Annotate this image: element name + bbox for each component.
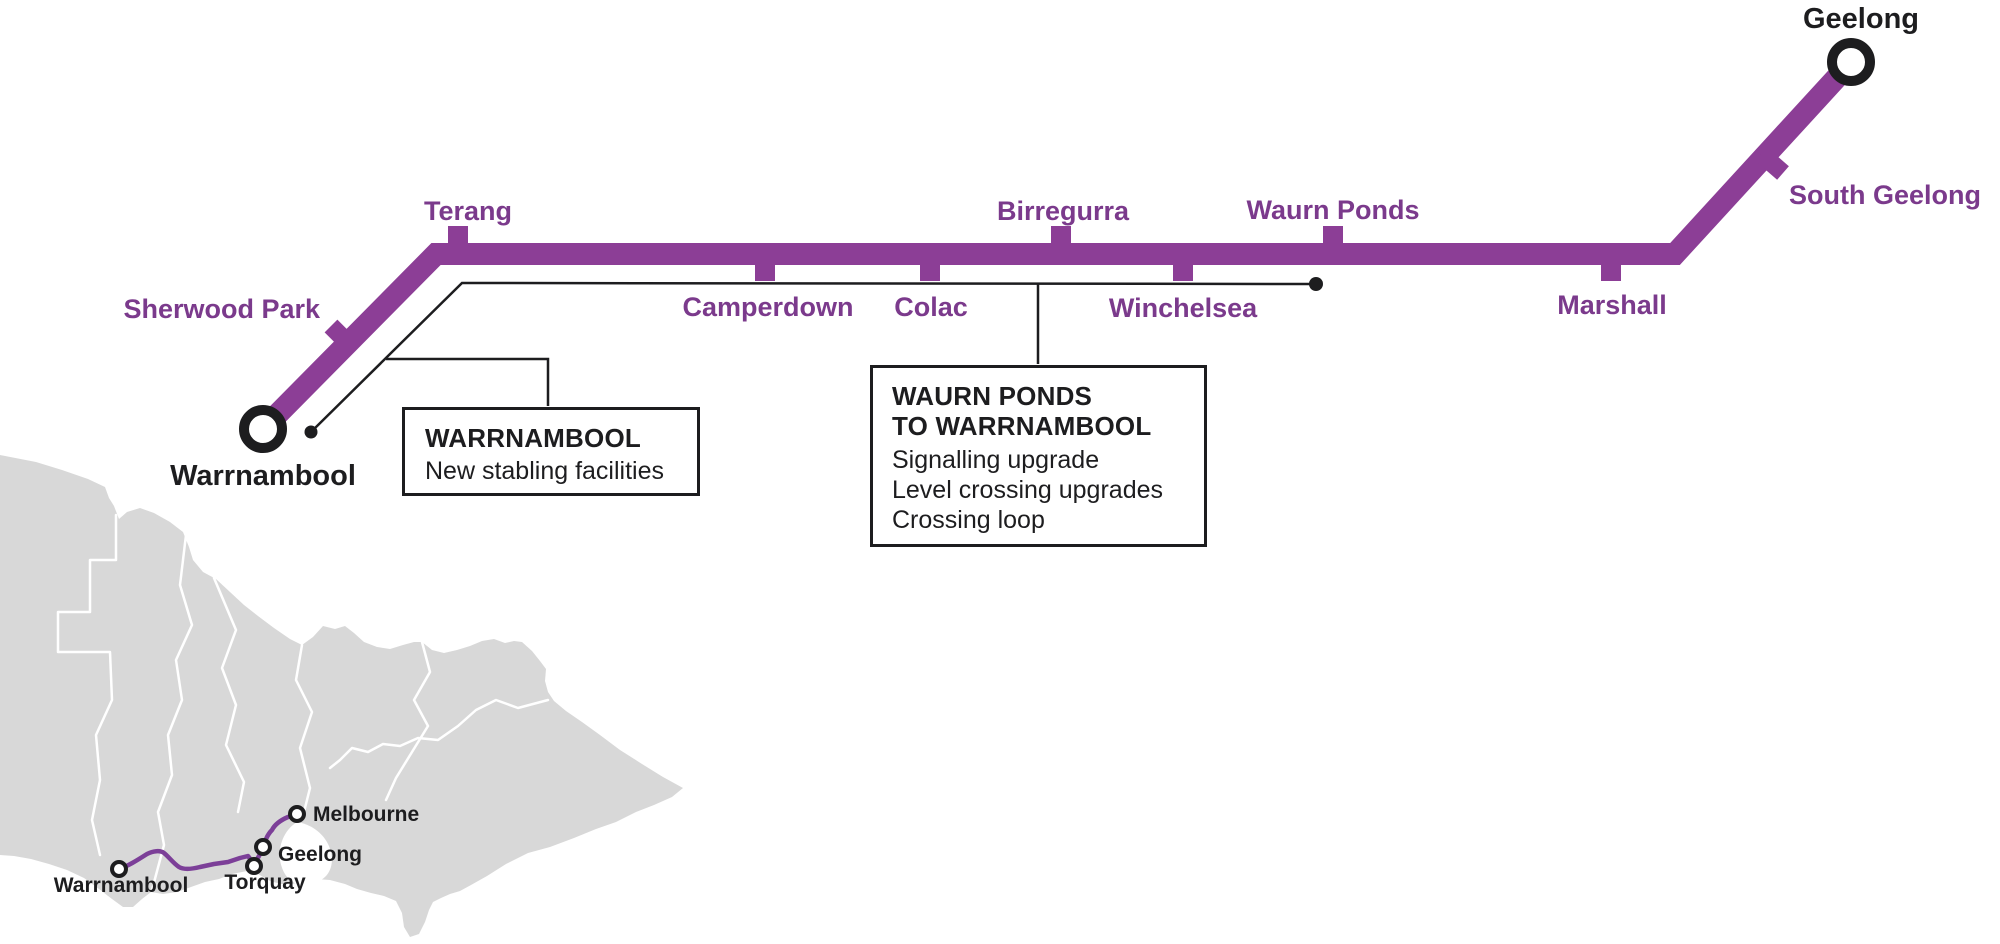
station-tick-birregurra <box>1051 226 1071 256</box>
region-borders <box>56 513 550 892</box>
town-label-warrnambool: Warrnambool <box>54 874 189 897</box>
connector-warrnambool-callout <box>386 357 550 406</box>
station-tick-south-geelong <box>1755 147 1789 180</box>
callout-waurn-ponds-to-warrnambool: WAURN PONDS TO WARRNAMBOOL Signalling up… <box>870 365 1207 547</box>
victoria-outline <box>0 455 683 937</box>
town-label-torquay: Torquay <box>224 871 306 894</box>
bracket-endpoint-dot-warrnambool <box>304 425 318 439</box>
callout-waurn-ponds-body-line: Crossing loop <box>892 506 1045 534</box>
station-label-birregurra: Birregurra <box>997 196 1130 226</box>
callout-waurn-ponds-title-line1: WAURN PONDS <box>892 381 1093 411</box>
station-ticks <box>324 147 1789 356</box>
town-dot-melbourne <box>288 805 306 823</box>
callout-connectors <box>310 281 1317 433</box>
station-label-colac: Colac <box>894 292 968 322</box>
station-label-winchelsea: Winchelsea <box>1109 293 1258 323</box>
callout-waurn-ponds-title-line2: TO WARRNAMBOOL <box>892 411 1152 441</box>
station-label-marshall: Marshall <box>1557 290 1667 320</box>
port-phillip-bay <box>279 822 332 886</box>
inset-route-line <box>116 811 300 872</box>
station-label-south-geelong: South Geelong <box>1789 180 1981 210</box>
inset-town-markers <box>110 805 306 878</box>
bracket-endpoint-dot-waurn-ponds <box>1309 277 1323 291</box>
station-tick-camperdown <box>755 251 775 281</box>
callout-waurn-ponds-body-line: Signalling upgrade <box>892 446 1100 474</box>
town-label-geelong: Geelong <box>278 843 362 866</box>
terminus-label-geelong: Geelong <box>1803 3 1919 35</box>
terminus-circle-geelong <box>1827 38 1875 86</box>
terminus-label-warrnambool: Warrnambool <box>170 460 356 492</box>
town-dot-warrnambool <box>110 860 128 878</box>
callout-waurn-ponds-body-line: Level crossing upgrades <box>892 476 1163 504</box>
station-tick-colac <box>920 251 940 281</box>
station-label-waurn-ponds: Waurn Ponds <box>1247 195 1420 225</box>
station-tick-marshall <box>1601 251 1621 281</box>
callout-warrnambool-body: New stabling facilities <box>425 457 664 485</box>
station-label-terang: Terang <box>424 196 512 226</box>
town-dot-torquay <box>245 857 263 875</box>
station-tick-terang <box>448 226 468 256</box>
station-tick-waurn-ponds <box>1323 226 1343 256</box>
inset-map: Melbourne Geelong Torquay Warrnambool <box>0 455 683 937</box>
town-label-melbourne: Melbourne <box>313 803 419 826</box>
station-label-sherwood-park: Sherwood Park <box>123 294 321 324</box>
bracket-line-waurn-ponds-to-warrnambool <box>310 281 1317 433</box>
callout-warrnambool-stabling: WARRNAMBOOL New stabling facilities <box>402 407 700 496</box>
station-tick-sherwood-park <box>324 319 361 356</box>
terminus-circle-warrnambool <box>239 405 287 453</box>
station-tick-winchelsea <box>1173 251 1193 281</box>
station-label-camperdown: Camperdown <box>682 292 853 322</box>
callout-warrnambool-title: WARRNAMBOOL <box>425 423 641 453</box>
town-dot-geelong <box>254 838 272 856</box>
